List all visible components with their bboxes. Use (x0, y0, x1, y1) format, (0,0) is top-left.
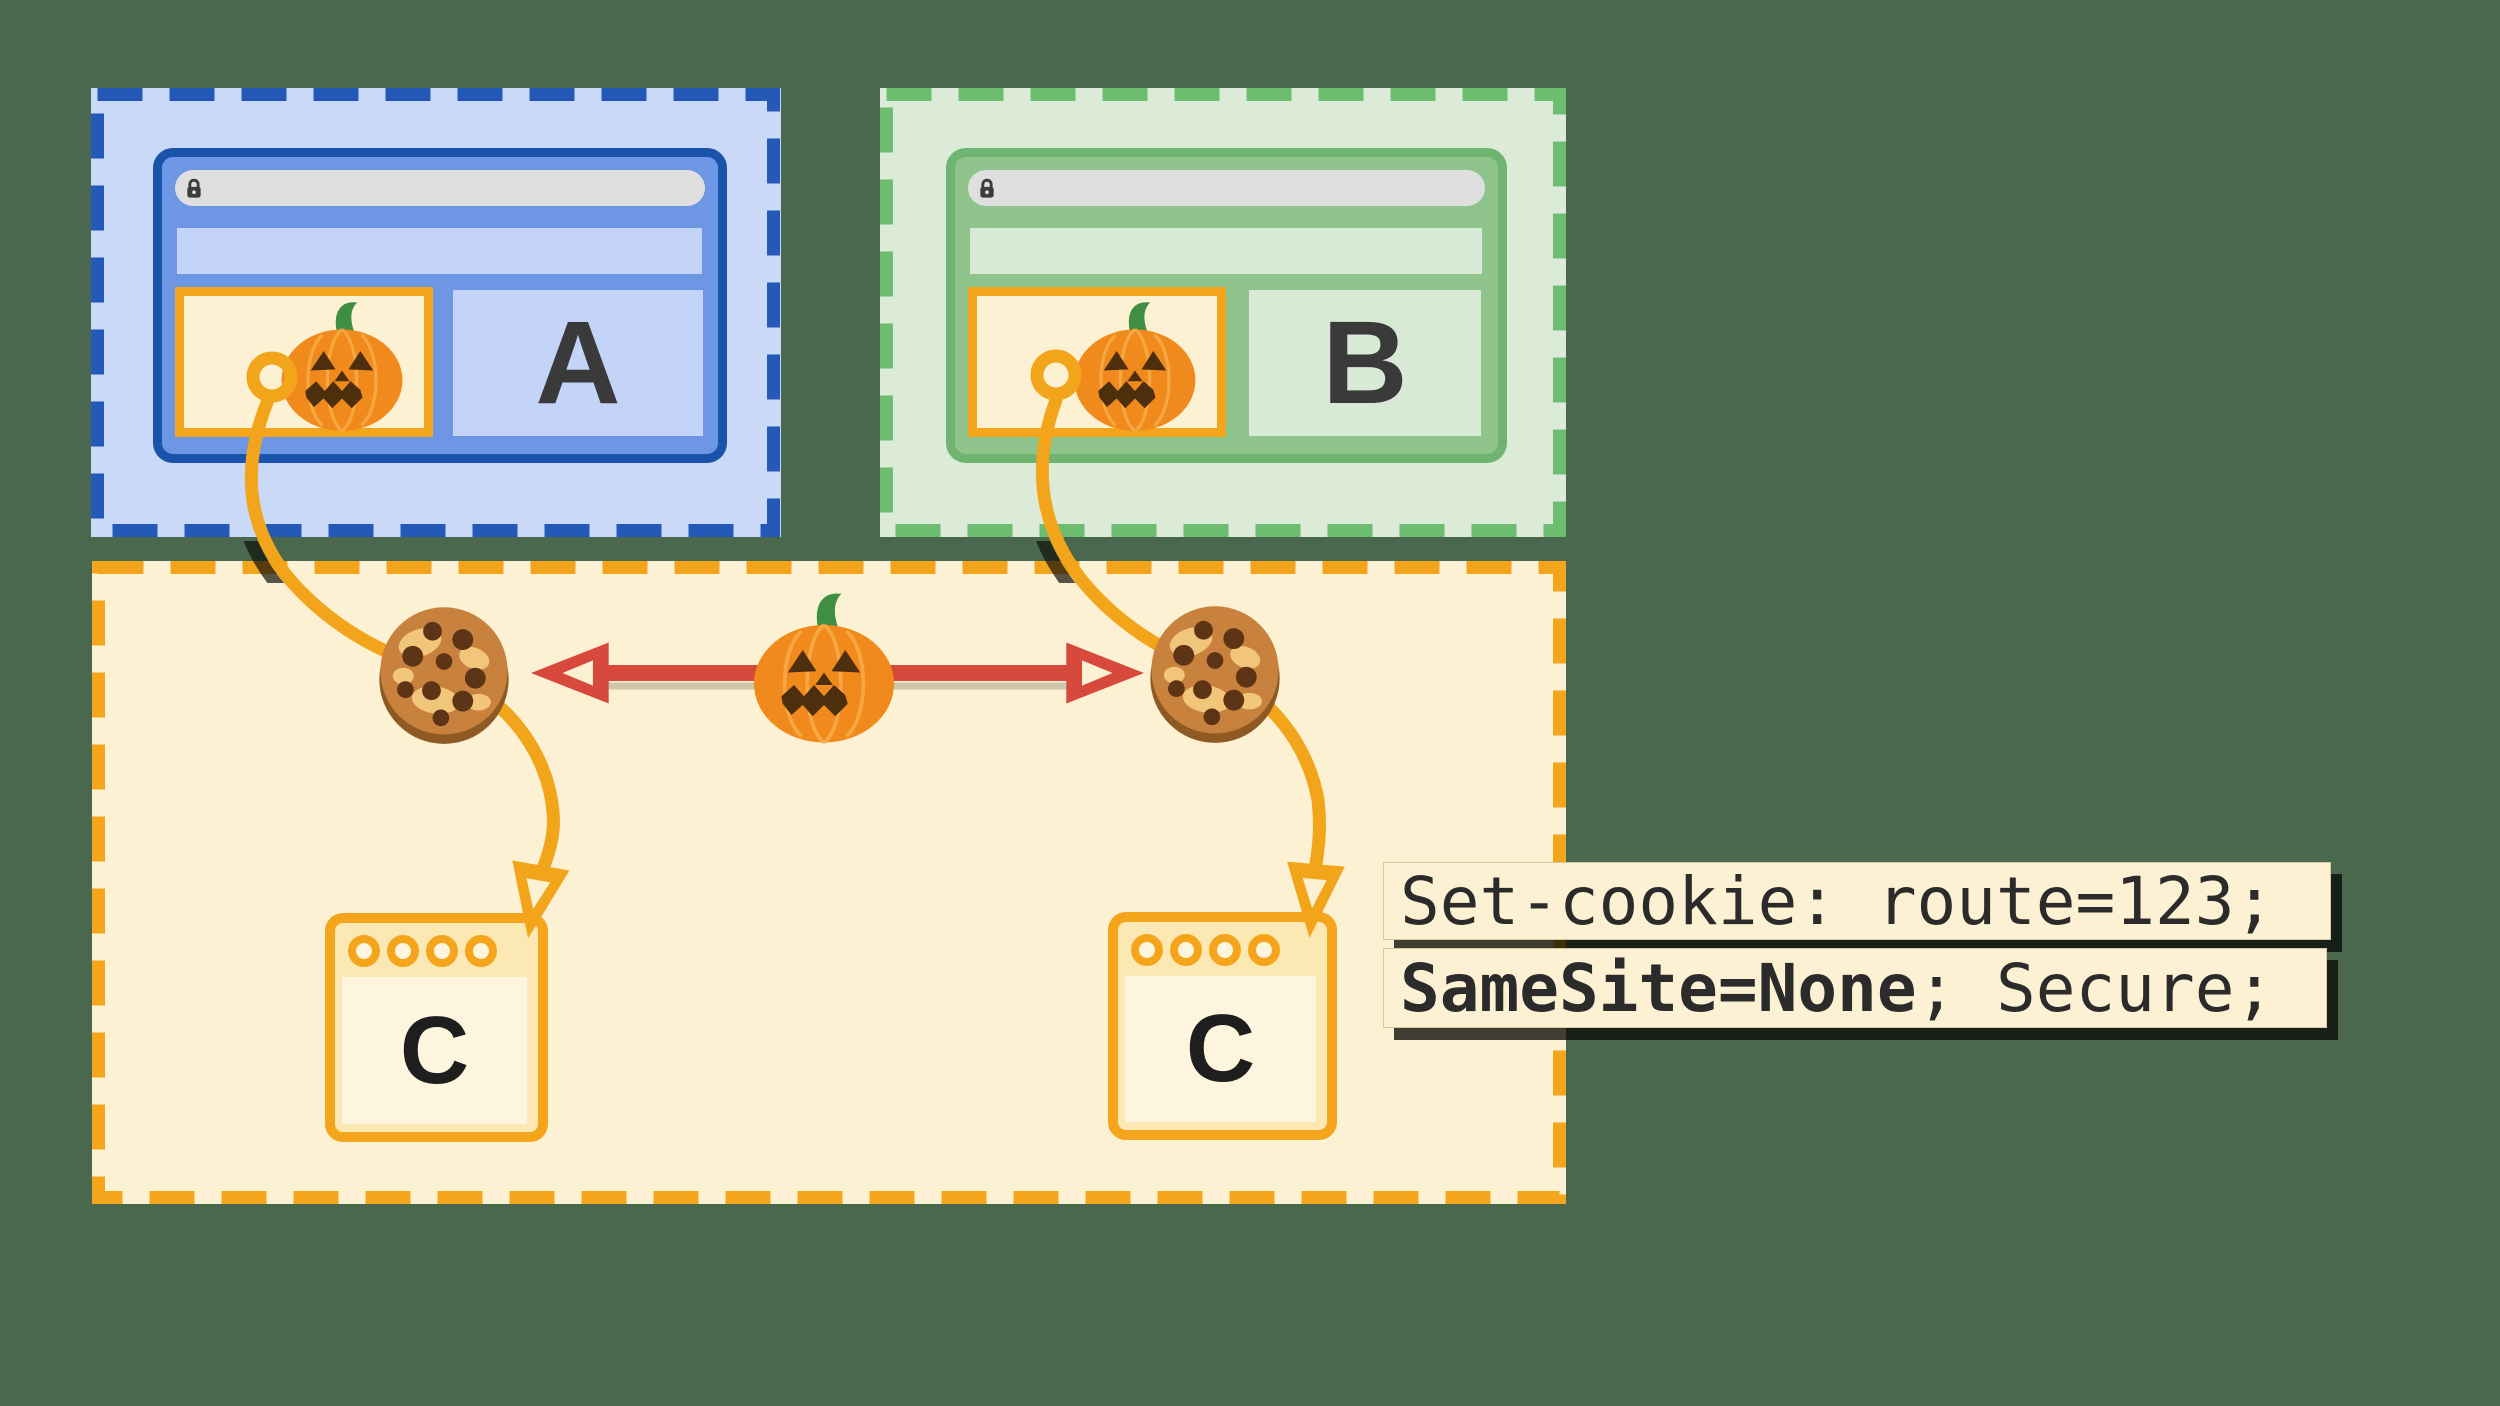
dot-icon (465, 935, 497, 967)
dot-icon (1131, 934, 1163, 966)
page-content-a: A (453, 290, 703, 436)
window-c-left: C (325, 913, 548, 1142)
window-c-right: C (1108, 912, 1337, 1140)
browser-window-b: B (946, 148, 1507, 463)
code-samesite-none: SameSite=None (1400, 949, 1917, 1027)
site-a-label: A (535, 297, 621, 429)
window-c-left-body: C (342, 977, 527, 1124)
dot-icon (426, 935, 458, 967)
window-c-right-body: C (1125, 976, 1316, 1122)
browser-window-a: A (153, 148, 727, 463)
site-b-label: B (1322, 297, 1408, 429)
url-bar (175, 170, 705, 206)
cookie-icon (1142, 600, 1288, 746)
third-party-iframe-b (968, 287, 1226, 437)
third-party-iframe-a (175, 287, 433, 437)
window-dots (1131, 934, 1280, 966)
url-bar (968, 170, 1485, 206)
cookie-icon (371, 601, 517, 747)
dot-icon (387, 935, 419, 967)
jack-o-lantern-icon (749, 586, 899, 744)
code-text: Set-cookie: route=123; (1400, 862, 2275, 940)
dot-icon (1209, 934, 1241, 966)
site-c-label: C (1185, 995, 1256, 1102)
nav-band (970, 228, 1482, 274)
lock-icon (184, 176, 204, 201)
set-cookie-header-line2: SameSite=None; Secure; (1383, 948, 2327, 1028)
set-cookie-header-line1: Set-cookie: route=123; (1383, 862, 2331, 940)
dot-icon (1248, 934, 1280, 966)
jack-o-lantern-icon (272, 296, 412, 432)
window-dots (348, 935, 497, 967)
code-secure: ; Secure; (1916, 949, 2275, 1027)
dot-icon (1170, 934, 1202, 966)
nav-band (177, 228, 702, 274)
site-c-label: C (399, 996, 470, 1104)
page-content-b: B (1249, 290, 1481, 436)
jack-o-lantern-icon (1065, 296, 1205, 432)
lock-icon (977, 176, 997, 201)
dot-icon (348, 935, 380, 967)
